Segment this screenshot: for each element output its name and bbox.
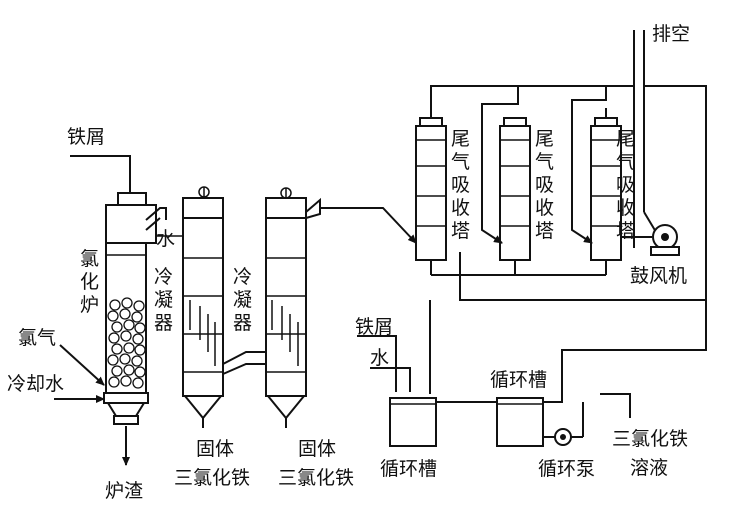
label-fecl3-2: 三氯化铁 — [278, 467, 354, 489]
furnace-packing — [107, 297, 146, 389]
absorption-tower-2 — [499, 117, 531, 275]
label-water-condenser: 水 — [156, 228, 175, 250]
label-condenser-2: 冷 凝 器 — [233, 266, 258, 334]
recycle-line — [543, 300, 707, 403]
chlorine-inlet-arrow — [59, 344, 105, 386]
label-circulation-pump: 循环泵 — [538, 458, 595, 480]
tower-gas-connections — [430, 85, 634, 244]
label-blower: 鼓风机 — [630, 265, 687, 287]
label-tail-gas-tower-2: 尾 气 吸 收 塔 — [535, 128, 560, 242]
condenser-2 — [265, 197, 307, 428]
circulation-pump — [543, 393, 631, 446]
circulation-tank-2 — [496, 397, 544, 447]
label-fecl3-1: 三氯化铁 — [174, 467, 250, 489]
label-circulation-tank-top: 循环槽 — [490, 369, 547, 391]
label-chlorine-gas: 氯气 — [18, 327, 56, 349]
absorption-tower-3 — [590, 117, 622, 275]
blower — [650, 224, 680, 256]
label-chlorination-furnace: 氯 化 炉 — [80, 248, 105, 316]
iron-scrap-feed-line — [70, 155, 131, 193]
label-water-tank: 水 — [370, 347, 389, 369]
label-solid-2: 固体 — [298, 438, 336, 460]
label-tail-gas-tower-3: 尾 气 吸 收 塔 — [616, 128, 641, 242]
label-furnace-slag: 炉渣 — [105, 480, 143, 502]
vent-and-blower-lines — [622, 30, 657, 248]
label-cooling-water: 冷却水 — [7, 373, 64, 395]
circulation-tank-1 — [389, 397, 437, 447]
condenser-1 — [182, 197, 224, 428]
valve-icon — [198, 186, 210, 198]
label-fecl3-solution-b: 溶液 — [630, 457, 668, 479]
condenser-crossover-duct — [222, 351, 266, 375]
label-iron-scrap-tank: 铁屑 — [355, 316, 393, 338]
gas-line-to-tower-1 — [305, 197, 417, 244]
label-circulation-tank-bottom: 循环槽 — [380, 458, 437, 480]
label-solid-1: 固体 — [196, 438, 234, 460]
absorption-tower-1 — [415, 117, 447, 275]
furnace-to-condenser-duct — [145, 207, 186, 237]
label-iron-scrap-top: 铁屑 — [67, 126, 105, 148]
label-fecl3-solution-a: 三氯化铁 — [612, 428, 688, 450]
label-tail-gas-tower-1: 尾 气 吸 收 塔 — [451, 128, 476, 242]
tank-feed-lines — [357, 335, 411, 392]
label-condenser-1: 冷 凝 器 — [154, 266, 179, 334]
chlorination-furnace — [103, 192, 157, 425]
label-vent: 排空 — [652, 23, 690, 45]
